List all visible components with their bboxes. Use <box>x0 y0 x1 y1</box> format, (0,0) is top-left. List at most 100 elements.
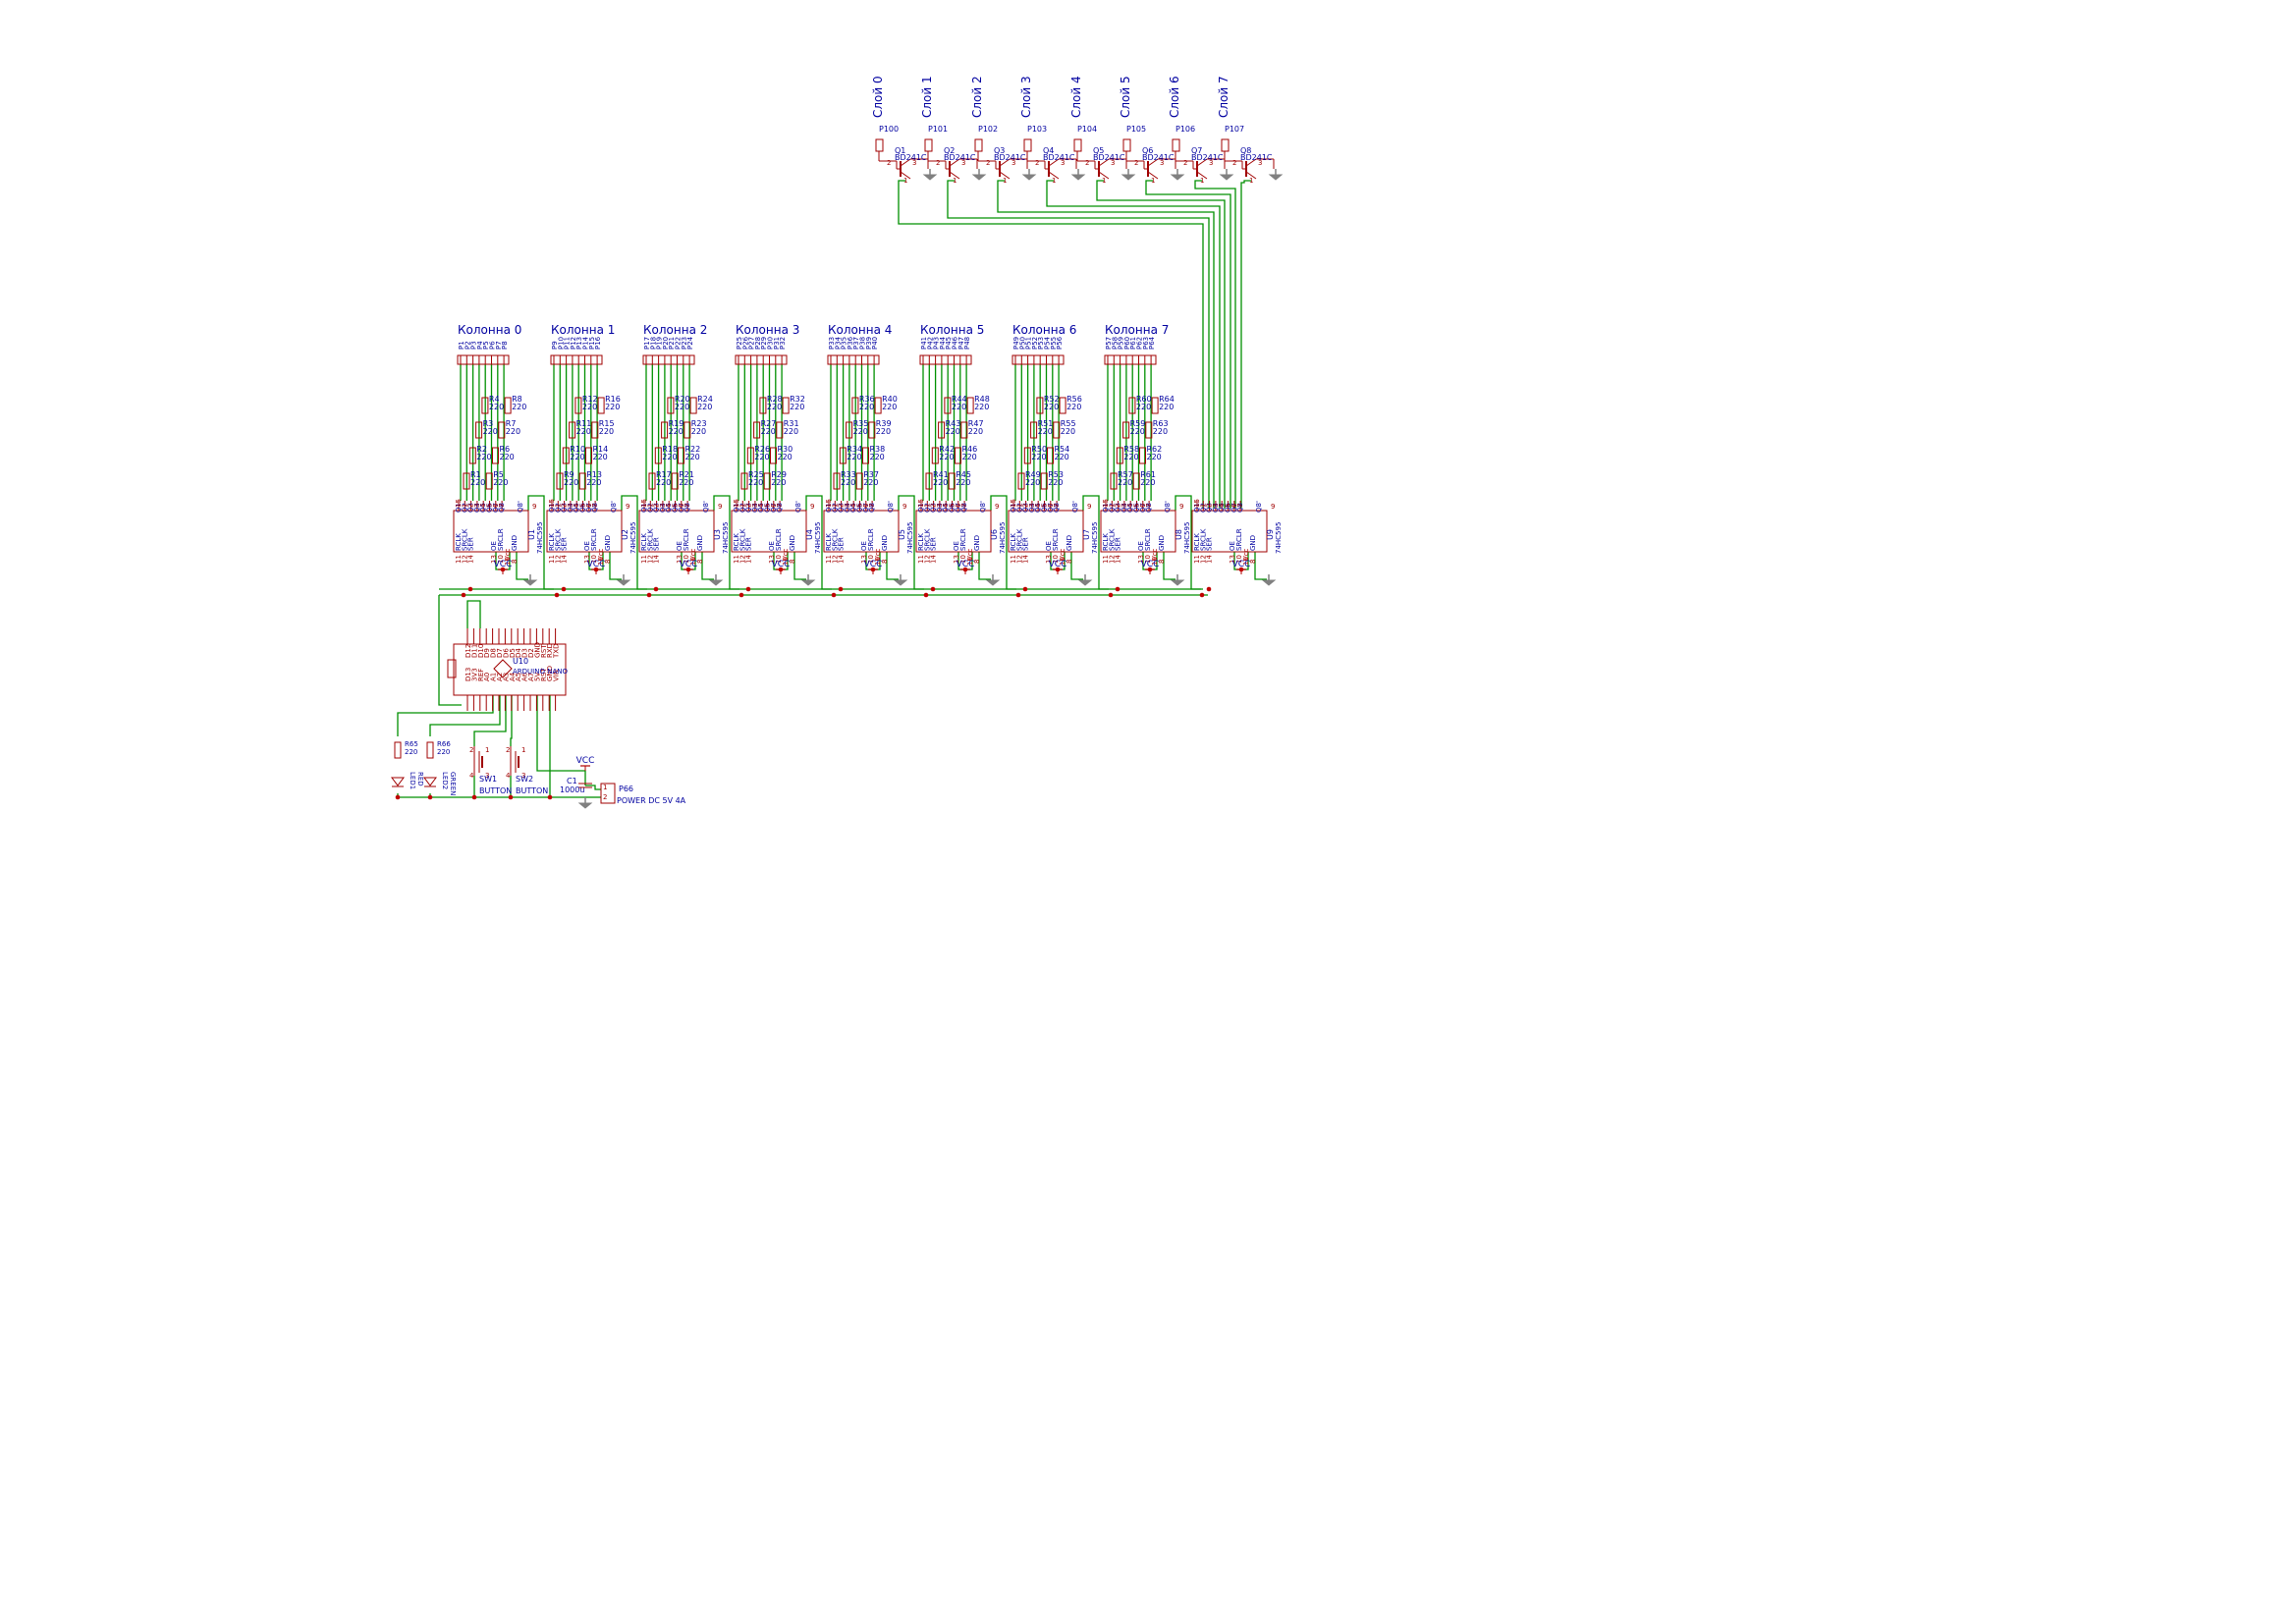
sr-output-pin-U6-3: 3 <box>936 504 944 508</box>
resistor-value-R57: 220 <box>1118 478 1132 487</box>
resistor-ref-R32: R32 <box>790 395 805 404</box>
transistor-ref-3: Q4 <box>1043 146 1054 155</box>
column-pin-ref-1-6: P15 <box>588 337 596 350</box>
column-pin-ref-0-7: P8 <box>501 341 509 350</box>
sr-q8prime-pin-U3: 9 <box>718 503 722 511</box>
sr-output-U3-4: Q5 <box>665 503 673 513</box>
sr-vcc-pin-U5: 16 <box>874 557 882 566</box>
resistor-value-R49: 220 <box>1025 478 1040 487</box>
sr-srclr-pin-U5: 10 <box>867 555 875 564</box>
column-pin-ref-4-1: P34 <box>834 336 842 350</box>
resistor-R40 <box>874 397 882 414</box>
r66-value: 220 <box>437 748 450 756</box>
sr-output-U9-0: Q1 <box>1193 503 1201 513</box>
resistor-R31 <box>776 421 784 439</box>
sr-srclr-pin-U9: 10 <box>1235 555 1243 564</box>
bus-dot-a-4 <box>831 592 837 598</box>
arduino-top-pin-7: D5 <box>509 648 517 658</box>
resistor-R46 <box>955 447 961 464</box>
sr-gnd-U6: GND <box>973 535 981 551</box>
column-connector-7 <box>1104 354 1157 365</box>
column-title-2: Колонна 2 <box>643 323 707 337</box>
resistor-ref-R29: R29 <box>771 470 787 479</box>
arduino-top-pin-13: RXD <box>546 643 554 658</box>
sr-output-U3-0: Q1 <box>640 503 648 513</box>
resistor-value-R34: 220 <box>847 453 861 461</box>
sr-output-pin-U5-3: 3 <box>844 504 851 508</box>
sr-output-pin-U3-4: 4 <box>665 503 673 508</box>
bus-dot-a-7 <box>1108 592 1114 598</box>
peripheral-gnd-dot-1 <box>427 794 433 800</box>
column-pin-ref-2-6: P23 <box>681 337 688 350</box>
sw1-pin-1: 1 <box>485 746 489 754</box>
sr-ground-U5 <box>893 579 908 586</box>
sr-oe-U1: OE <box>490 541 498 551</box>
resistor-R11 <box>569 421 576 439</box>
transistor-value-6: BD241C <box>1191 153 1224 162</box>
resistor-ref-R57: R57 <box>1118 470 1133 479</box>
resistor-value-R47: 220 <box>968 427 983 436</box>
sr-output-U1-5: Q6 <box>486 502 494 513</box>
sr-output-U8-6: Q7 <box>1139 503 1147 513</box>
sr-q8prime-pin-U7: 9 <box>1087 503 1091 511</box>
sr-value-U3: 74HC595 <box>722 522 730 554</box>
bus-dot-a-6 <box>1015 592 1021 598</box>
sw2-value: BUTTON <box>516 786 548 795</box>
sr-q8prime-pin-U8: 9 <box>1179 503 1183 511</box>
sr-input-pin-U1-2: 14 <box>467 555 475 564</box>
sw1-ref: SW1 <box>479 775 497 784</box>
resistor-ref-R53: R53 <box>1048 470 1064 479</box>
sr-oe-pin-U5: 13 <box>860 555 868 564</box>
resistor-R26 <box>746 447 754 464</box>
pin-base-0: 2 <box>887 159 891 167</box>
resistor-R12 <box>574 397 582 414</box>
sr-ref-U4: U4 <box>805 529 814 540</box>
arduino-top-pin-6: D6 <box>502 648 510 658</box>
pin-emitter-5: 3 <box>1160 159 1164 167</box>
sr-output-U8-4: Q5 <box>1126 503 1134 513</box>
resistor-R23 <box>683 421 691 439</box>
resistor-R1 <box>463 472 470 490</box>
sr-output-pin-U1-2: 2 <box>467 504 475 508</box>
components <box>391 138 1284 809</box>
sr-output-U3-3: Q4 <box>659 502 667 513</box>
column-pin-ref-6-2: P51 <box>1025 337 1033 350</box>
resistor-value-R30: 220 <box>778 453 793 461</box>
resistor-r65 <box>394 741 402 759</box>
resistor-value-R39: 220 <box>876 427 891 436</box>
resistor-value-R2: 220 <box>476 453 491 461</box>
resistor-value-R27: 220 <box>761 427 776 436</box>
resistor-R19 <box>661 421 669 439</box>
pin-collector-2: 1 <box>1003 177 1007 185</box>
sr-gnd-wire-U5 <box>886 552 899 580</box>
resistor-value-R6: 220 <box>500 453 515 461</box>
transistor-ground-1 <box>971 174 987 181</box>
sr-output-pin-U6-1: 1 <box>923 504 931 508</box>
sr-gnd-wire-U1 <box>516 552 528 580</box>
resistor-value-R36: 220 <box>859 403 874 411</box>
sr-output-pin-U3-6: 6 <box>678 503 685 508</box>
sr-input-U6-0: RCLK <box>917 533 925 551</box>
wires <box>397 180 1267 798</box>
sr-output-pin-U2-0: 15 <box>548 499 556 508</box>
layer-title-2: Слой 2 <box>970 76 984 118</box>
sr-output-U2-6: Q7 <box>585 503 593 513</box>
resistor-ref-R44: R44 <box>952 395 967 404</box>
arduino-top-pin-12: RST <box>540 644 548 658</box>
column-connector-1 <box>550 354 603 365</box>
sr-vcc-pin-U6: 16 <box>966 557 974 566</box>
sr-output-pin-U6-6: 6 <box>955 503 962 508</box>
sr-vcc-pin-U9: 16 <box>1242 557 1250 566</box>
sr-srclr-pin-U6: 10 <box>959 555 967 564</box>
sr-input-U8-2: SER <box>1115 537 1122 551</box>
pin-base-3: 2 <box>1035 159 1039 167</box>
bus-dot-b-1 <box>561 586 567 592</box>
sr-input-pin-U9-2: 14 <box>1206 555 1214 564</box>
sr-vcc-symbol-U3-label: VCC <box>680 560 698 569</box>
resistor-R39 <box>868 421 876 439</box>
pin-emitter-4: 3 <box>1111 159 1115 167</box>
sr-vcc-dot-U7 <box>1055 567 1061 572</box>
sr-output-pin-U1-7: 7 <box>498 504 506 508</box>
resistor-R51 <box>1030 421 1038 439</box>
resistor-ref-R28: R28 <box>767 395 783 404</box>
